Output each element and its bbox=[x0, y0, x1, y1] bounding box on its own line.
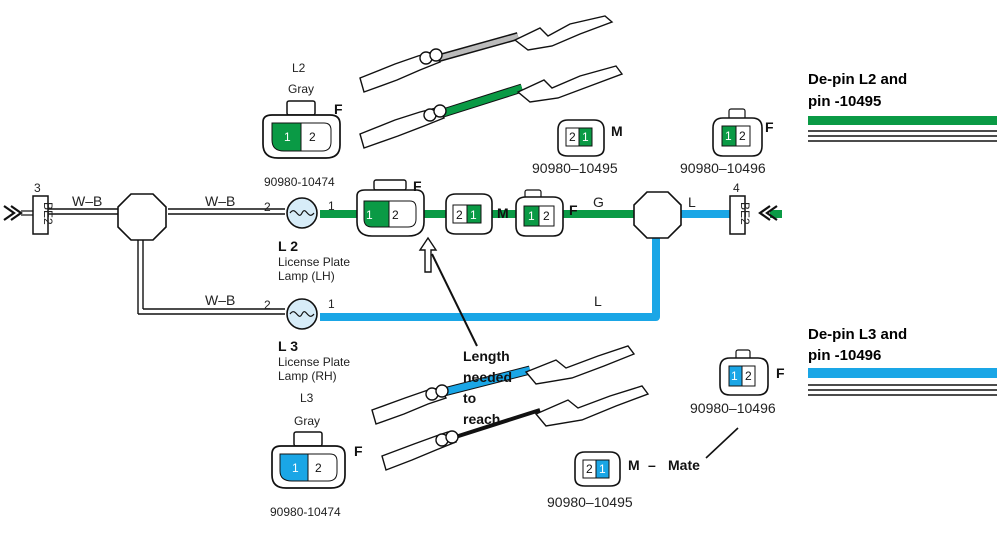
lamp-l2-name: L 2 bbox=[278, 238, 298, 254]
wire-label-wb-c: W–B bbox=[205, 292, 235, 308]
mate-label: Mate bbox=[668, 457, 700, 473]
length-label-3: to bbox=[463, 390, 476, 406]
filament-icon bbox=[289, 210, 315, 216]
lamp-l2-desc1: License Plate bbox=[278, 255, 350, 269]
wire-label-wb-b: W–B bbox=[205, 193, 235, 209]
terminal-pin-bottom-2 bbox=[381, 385, 650, 471]
wire-label-l-top: L bbox=[688, 194, 696, 210]
filament-icon bbox=[289, 311, 315, 317]
housing-l2-part: 90980-10474 bbox=[264, 175, 335, 189]
housing-l3: L3 Gray 1 2 F 90980-10474 bbox=[270, 391, 363, 519]
part-f-top: 1 2 F 90980–10496 bbox=[680, 108, 774, 176]
length-label-4: reach bbox=[463, 411, 500, 427]
housing-l2-title: L2 bbox=[292, 61, 306, 75]
f2-gender: F bbox=[569, 202, 578, 218]
part-f-mid-pin-a: 1 bbox=[731, 369, 738, 383]
housing-l2-color: Gray bbox=[288, 82, 314, 96]
m1-pin-b: 1 bbox=[470, 208, 477, 222]
f1-pin1: 1 bbox=[366, 208, 373, 222]
arrow-up-icon bbox=[418, 236, 438, 273]
f1-gender: F bbox=[413, 178, 422, 194]
lamp-l3: 2 1 L 3 License Plate Lamp (RH) bbox=[264, 297, 350, 383]
be2-left-connector: 3 BE2 bbox=[3, 181, 55, 235]
chevron-left-icon bbox=[758, 205, 778, 221]
inline-connector-f1: 1 2 F bbox=[356, 178, 425, 237]
housing-l2-pin2: 2 bbox=[309, 130, 316, 144]
depin-l2-note: De-pin L2 and pin -10495 bbox=[808, 71, 997, 142]
housing-l3-gender: F bbox=[354, 443, 363, 459]
part-f-mid-pin-b: 2 bbox=[745, 369, 752, 383]
lamp-l3-desc2: Lamp (RH) bbox=[278, 369, 337, 383]
mate-pointer-line bbox=[705, 427, 739, 459]
wire-label-l-bottom: L bbox=[594, 293, 602, 309]
lamp-l3-name: L 3 bbox=[278, 338, 298, 354]
wire-label-g: G bbox=[593, 194, 604, 210]
m1-pin-a: 2 bbox=[456, 208, 463, 222]
terminal-pin-top-1 bbox=[359, 15, 614, 93]
inline-connector-f2: 1 2 F bbox=[515, 189, 578, 237]
part-m-top-gender: M bbox=[611, 123, 623, 139]
f2-pin-a: 1 bbox=[528, 209, 535, 223]
terminal-pin-top-2 bbox=[359, 65, 624, 149]
be2-right-label: BE2 bbox=[738, 202, 752, 225]
part-f-mid-gender: F bbox=[776, 365, 785, 381]
housing-l3-color: Gray bbox=[294, 414, 320, 428]
be2-left-label: BE2 bbox=[41, 202, 55, 225]
wire-wb-left bbox=[48, 208, 285, 315]
lamp-l2-pin-out: 1 bbox=[328, 199, 335, 213]
be2-right-connector: 4 BE2 bbox=[729, 181, 778, 235]
part-m-bottom: 2 1 M 90980–10495 bbox=[547, 451, 640, 510]
part-f-mid-number: 90980–10496 bbox=[690, 400, 776, 416]
housing-l3-title: L3 bbox=[300, 391, 314, 405]
wire-label-wb-a: W–B bbox=[72, 193, 102, 209]
length-label-2: needed bbox=[463, 369, 512, 385]
housing-l3-pin1: 1 bbox=[292, 461, 299, 475]
splice-right bbox=[633, 191, 682, 239]
part-m-bottom-number: 90980–10495 bbox=[547, 494, 633, 510]
lamp-l3-desc1: License Plate bbox=[278, 355, 350, 369]
be2-left-pin: 3 bbox=[34, 181, 41, 195]
lamp-l2-pin-in: 2 bbox=[264, 200, 271, 214]
part-f-top-pin-b: 2 bbox=[739, 129, 746, 143]
f1-pin2: 2 bbox=[392, 208, 399, 222]
lamp-l3-pin-out: 1 bbox=[328, 297, 335, 311]
housing-l3-pin2: 2 bbox=[315, 461, 322, 475]
depin-l3-line2: pin -10496 bbox=[808, 347, 881, 364]
part-m-top-pin-a: 2 bbox=[569, 130, 576, 144]
part-f-top-pin-a: 1 bbox=[725, 129, 732, 143]
part-m-bottom-pin-a: 2 bbox=[586, 462, 593, 476]
depin-l2-line2: pin -10495 bbox=[808, 93, 881, 110]
lamp-l3-pin-in: 2 bbox=[264, 298, 271, 312]
length-label-1: Length bbox=[463, 348, 510, 364]
housing-l2: L2 Gray 1 2 F 90980-10474 bbox=[262, 61, 343, 189]
splice-left bbox=[117, 193, 167, 241]
part-f-mid: 1 2 F 90980–10496 bbox=[690, 349, 785, 416]
inline-connector-m1: 2 1 M bbox=[445, 193, 509, 235]
terminal-pin-bottom-1 bbox=[371, 345, 636, 425]
lamp-l2: 2 1 L 2 License Plate Lamp (LH) bbox=[264, 197, 350, 283]
lamp-l2-desc2: Lamp (LH) bbox=[278, 269, 335, 283]
be2-right-pin: 4 bbox=[733, 181, 740, 195]
m1-gender: M bbox=[497, 205, 509, 221]
part-m-top-number: 90980–10495 bbox=[532, 160, 618, 176]
housing-l2-pin1: 1 bbox=[284, 130, 291, 144]
f2-pin-b: 2 bbox=[543, 209, 550, 223]
housing-l2-gender: F bbox=[334, 101, 343, 117]
chevron-right-icon bbox=[3, 205, 23, 221]
part-f-top-number: 90980–10496 bbox=[680, 160, 766, 176]
depin-l2-line1: De-pin L2 and bbox=[808, 71, 907, 88]
part-m-top: 2 1 M 90980–10495 bbox=[532, 119, 623, 176]
part-m-bottom-pin-b: 1 bbox=[599, 462, 606, 476]
part-m-top-pin-b: 1 bbox=[582, 130, 589, 144]
housing-l3-part: 90980-10474 bbox=[270, 505, 341, 519]
pointer-line-length bbox=[431, 253, 478, 347]
depin-l3-line1: De-pin L3 and bbox=[808, 326, 907, 343]
wire-blue-bottom bbox=[320, 232, 660, 321]
depin-l3-note: De-pin L3 and pin -10496 bbox=[808, 326, 997, 396]
part-f-top-gender: F bbox=[765, 119, 774, 135]
part-m-bottom-gender: M bbox=[628, 457, 640, 473]
mate-dash: – bbox=[648, 457, 656, 473]
